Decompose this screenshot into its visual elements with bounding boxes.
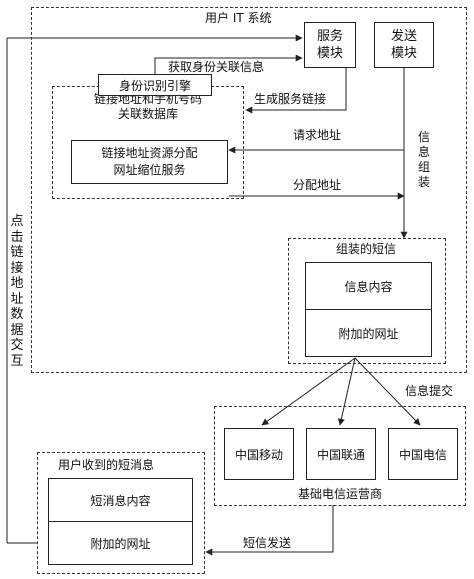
send-module: 发送 模块 [374,22,434,68]
submit-arrow-telecom [354,357,421,426]
service-module: 服务 模块 [304,22,356,68]
fetch-identity-arrow [154,54,303,74]
sms-send-arrow [205,505,334,556]
database-label: 链接地址和手机号码 关联数据库 [93,92,202,121]
message-content-box: 信息内容 [305,262,432,310]
operator-telecom: 中国电信 [388,428,458,480]
operators-label: 基础电信运营商 [297,487,382,501]
generate-link-label: 生成服务链接 [254,92,327,106]
attached-url-box: 附加的网址 [305,309,432,357]
submit-arrow-unicom [337,357,356,426]
url-service-box: 链接地址资源分配 网址缩位服务 [71,140,228,184]
info-submit-label: 信息提交 [405,384,454,398]
user-attached-url: 附加的网址 [48,521,193,565]
operators-frame [214,406,466,506]
assembled-sms-frame [288,238,446,364]
generate-link-arrow [245,68,347,114]
sms-send-label: 短信发送 [243,536,292,550]
user-sms-frame [37,452,205,574]
fetch-identity-label: 获取身份关联信息 [168,60,265,74]
info-assemble-label: 信 息 组 装 [417,130,430,189]
it-system-frame [31,7,467,373]
assembled-sms-title: 组装的短信 [336,242,397,256]
user-sms-content: 短消息内容 [48,478,193,522]
submit-arrow-cmcc [261,357,356,426]
request-address-label: 请求地址 [293,128,342,142]
click-interact-label: 点 击 链 接 地 址 数 据 交 互 [10,214,24,369]
user-sms-title: 用户收到的短消息 [58,458,155,472]
identity-engine: 身份识别引擎 [98,74,212,96]
operator-cmcc: 中国移动 [224,428,294,480]
it-system-title: 用户 IT 系统 [205,11,272,25]
assign-address-label: 分配地址 [293,178,342,192]
operator-unicom: 中国联通 [306,428,376,480]
